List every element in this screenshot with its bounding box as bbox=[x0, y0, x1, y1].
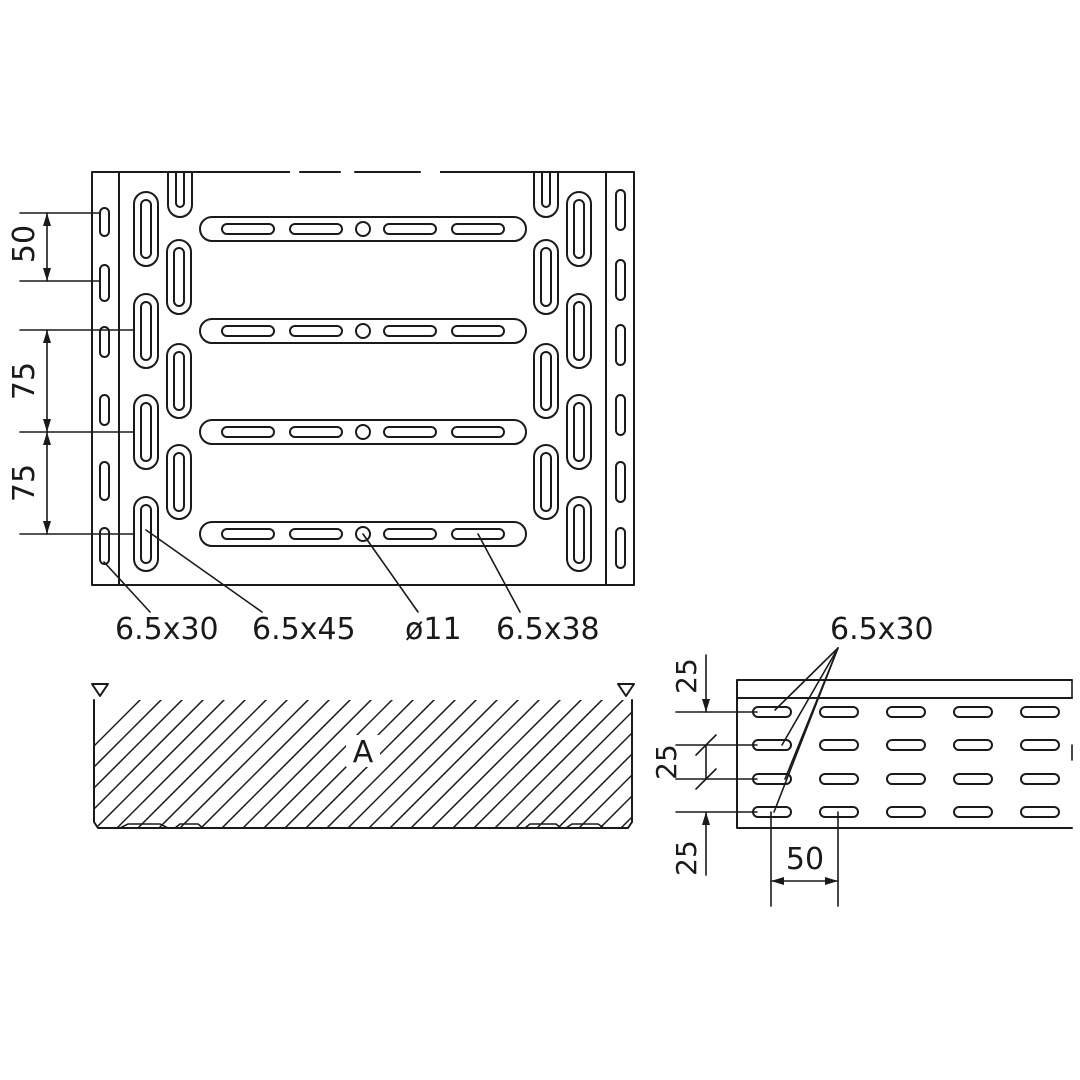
dimension-chain-left bbox=[19, 212, 135, 535]
wall-slots-inner-right bbox=[533, 239, 559, 520]
section-label: A bbox=[353, 735, 374, 770]
hatch-line bbox=[125, 700, 287, 828]
hatch-line bbox=[94, 700, 203, 828]
hatch-line bbox=[209, 700, 371, 828]
hatch-line bbox=[356, 700, 518, 828]
hatch-line bbox=[94, 700, 224, 828]
hatch-line bbox=[94, 700, 245, 828]
section-view: A bbox=[91, 680, 832, 840]
side-dim-middle: 25 bbox=[650, 744, 683, 780]
hatch-line bbox=[377, 700, 539, 828]
hatch-line bbox=[94, 700, 161, 828]
side-vertical-dimension bbox=[675, 654, 758, 876]
wall-slots-outer-right bbox=[566, 191, 592, 572]
notch-left-inner bbox=[175, 171, 185, 208]
side-dim-bottom: 25 bbox=[670, 840, 703, 876]
hatch-line bbox=[167, 700, 329, 828]
side-callout-leaders bbox=[773, 647, 839, 813]
section-lip-left bbox=[91, 683, 109, 697]
wall-slots-inner-left bbox=[166, 239, 192, 520]
hatch-line bbox=[230, 700, 392, 828]
hatch-line bbox=[146, 700, 308, 828]
side-wall-outline bbox=[736, 679, 1073, 829]
hatch-line bbox=[545, 700, 632, 828]
rung bbox=[199, 318, 527, 344]
hatch-line bbox=[440, 700, 602, 828]
wall-slots-outer-left bbox=[133, 191, 159, 572]
hatch-line bbox=[419, 700, 581, 828]
side-view: 6.5x30 25 25 25 50 bbox=[650, 612, 1073, 907]
leader-hole bbox=[362, 533, 419, 613]
hatch-line bbox=[314, 700, 476, 828]
hatch-line bbox=[251, 700, 413, 828]
hatch-line bbox=[335, 700, 497, 828]
notch-left bbox=[167, 171, 193, 218]
notch-right bbox=[533, 171, 559, 218]
hatch-line bbox=[672, 680, 832, 840]
hatch-line bbox=[524, 700, 632, 828]
flange-slots-right bbox=[615, 189, 626, 569]
dim-label-75-upper: 75 bbox=[7, 362, 42, 400]
hatch-line bbox=[482, 700, 632, 828]
notch-right-inner bbox=[541, 171, 551, 208]
leader-slot-small bbox=[103, 561, 151, 613]
hatch-line bbox=[566, 700, 632, 828]
side-horizontal-dimension bbox=[770, 811, 839, 907]
hatch-line bbox=[461, 700, 623, 828]
callout-slot-large: 6.5x45 bbox=[252, 612, 356, 647]
leader-slot-large bbox=[145, 529, 263, 613]
hatch-line bbox=[104, 700, 266, 828]
dim-label-50: 50 bbox=[7, 225, 42, 263]
callout-slot-small: 6.5x30 bbox=[115, 612, 219, 647]
callout-hole: ø11 bbox=[405, 612, 462, 647]
side-dim-horizontal: 50 bbox=[786, 842, 824, 877]
hatch-line bbox=[587, 700, 632, 828]
hatch-line bbox=[398, 700, 560, 828]
rung bbox=[199, 419, 527, 445]
section-outline bbox=[93, 699, 633, 829]
leader-rung-slot bbox=[477, 533, 521, 613]
section-lip-right bbox=[617, 683, 635, 697]
side-slots bbox=[752, 706, 1060, 818]
section-bottom-detail bbox=[119, 823, 605, 829]
side-callout: 6.5x30 bbox=[830, 612, 934, 647]
tray-outline bbox=[91, 171, 635, 586]
side-dim-top: 25 bbox=[670, 658, 703, 694]
top-view: 50 75 75 6.5x30 6.5x45 ø11 6.5x38 bbox=[7, 170, 635, 647]
rung bbox=[199, 216, 527, 242]
flange-slots-left bbox=[99, 207, 110, 565]
hatch-line bbox=[94, 700, 182, 828]
dim-label-75-lower: 75 bbox=[7, 464, 42, 502]
section-hatching bbox=[94, 680, 832, 840]
hatch-line bbox=[503, 700, 632, 828]
callout-rung-slot: 6.5x38 bbox=[496, 612, 600, 647]
hatch-line bbox=[188, 700, 350, 828]
